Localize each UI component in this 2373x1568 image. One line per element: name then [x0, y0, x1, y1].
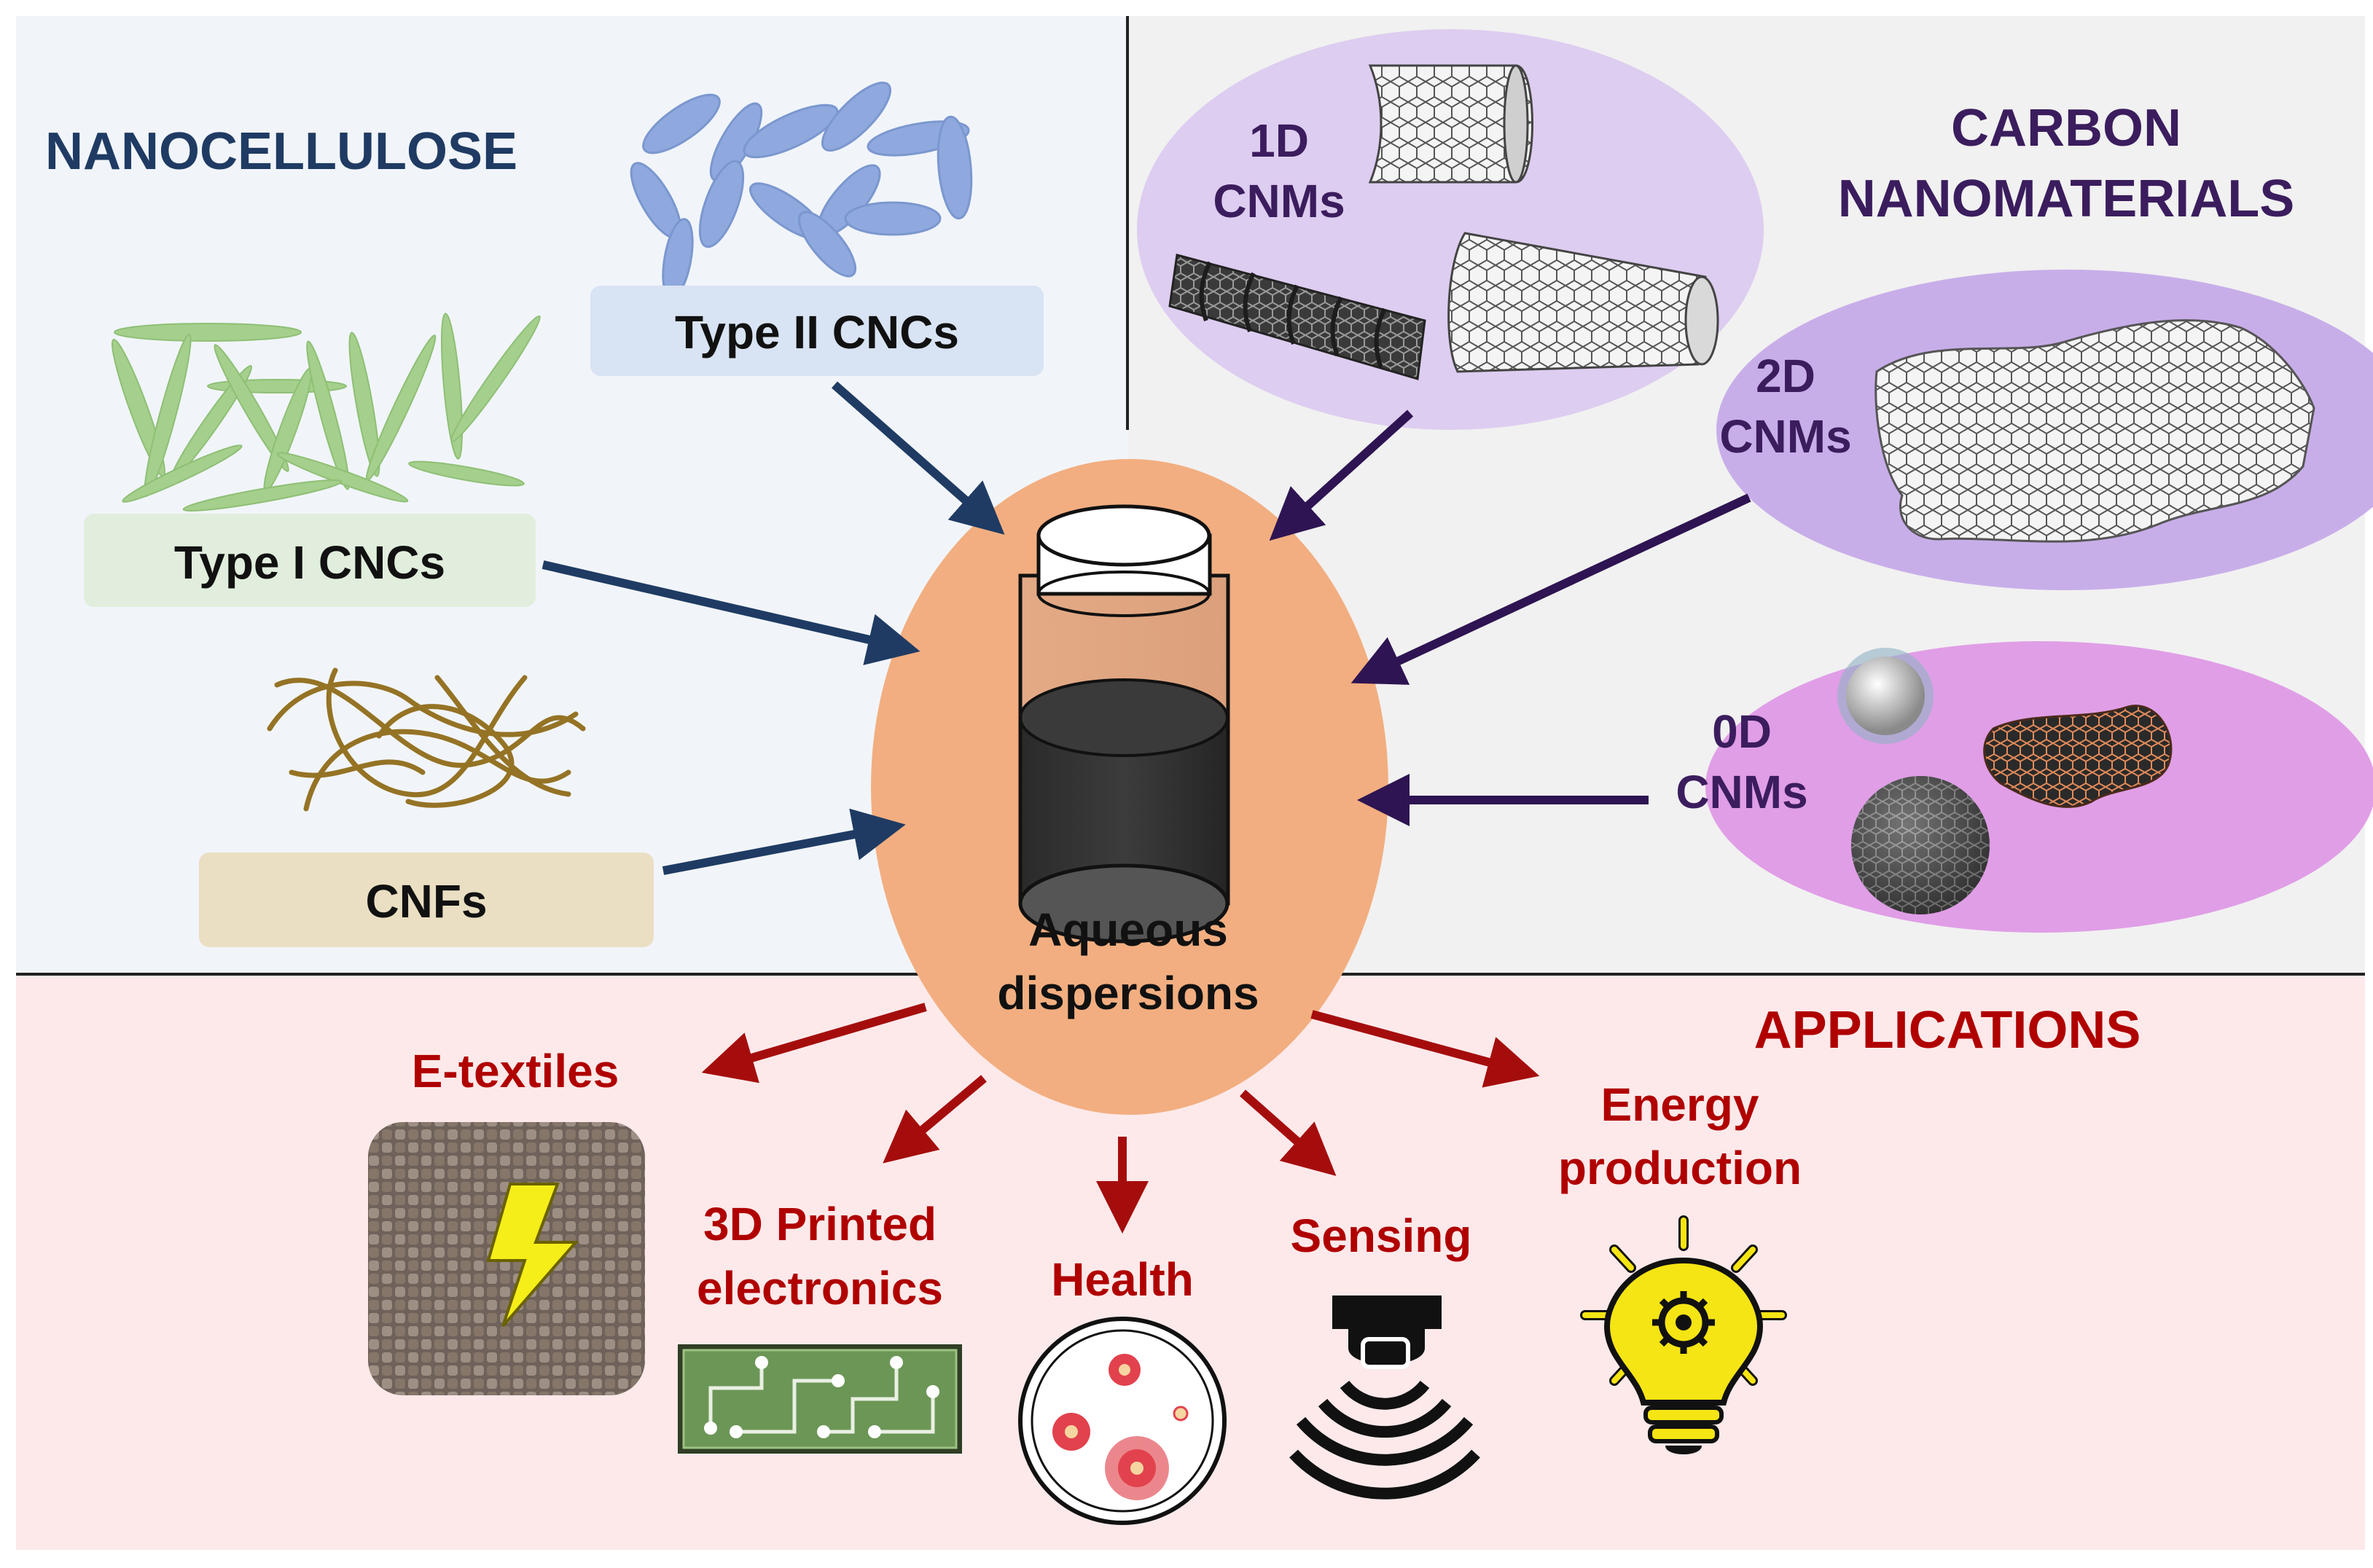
type1-cnc-label-box: [84, 514, 536, 607]
carbon-title-line2: NANOMATERIALS: [1838, 170, 2295, 228]
coiled-nanotube-icon: [1168, 254, 1426, 380]
arrow-to-energy: [1310, 1010, 1540, 1088]
cnm-1d-label-line2: CNMs: [1213, 175, 1345, 227]
type2-cnc-label: Type II CNCs: [675, 306, 959, 358]
light-bulb-icon: [1580, 1215, 1787, 1454]
cnf-label: CNFs: [365, 875, 487, 928]
energy-label-line1: Energy: [1601, 1078, 1759, 1131]
arrow-to-etextiles: [701, 1003, 927, 1083]
lightning-bolt-icon: [486, 1183, 579, 1328]
nanocellulose-arrows: [542, 381, 1005, 875]
arrow-type1-to-center: [542, 560, 920, 665]
fullerene-icon: [1851, 776, 1990, 914]
sensing-label: Sensing: [1291, 1210, 1472, 1262]
cnm-0d-label-line1: 0D: [1712, 705, 1772, 758]
circuit-board-icon: [678, 1344, 962, 1454]
nanocellulose-title: NANOCELLULOSE: [45, 122, 517, 181]
printed-electronics-label-line2: electronics: [697, 1262, 943, 1314]
type1-cnc-label: Type I CNCs: [174, 536, 445, 589]
carbon-arrows: [1269, 409, 1751, 826]
arrow-to-printed-electronics: [883, 1075, 987, 1164]
arrow-to-sensing: [1240, 1089, 1337, 1176]
aqueous-dispersions-line2: dispersions: [997, 967, 1259, 1019]
carbon-dot-icon: [1846, 656, 1925, 735]
cnf-illustration: [267, 667, 586, 812]
arrow-type2-to-center: [832, 381, 1005, 535]
cnf-label-box: [199, 852, 654, 947]
cnm-0d-label-line2: CNMs: [1676, 766, 1807, 818]
arrow-cnf-to-center: [662, 808, 906, 875]
nanotube-icon: [1447, 232, 1719, 373]
etextiles-label: E-textiles: [412, 1045, 619, 1097]
graphene-quantum-dot-icon: [1983, 705, 2173, 808]
printed-electronics-label-line1: 3D Printed: [703, 1198, 937, 1250]
cnm-2d-label-line1: 2D: [1756, 350, 1815, 402]
nanotube-icon: [1368, 64, 1533, 184]
type2-cnc-illustration: [630, 81, 973, 299]
type2-cnc-label-box: [590, 286, 1044, 376]
cnm-2d-label-line2: CNMs: [1719, 410, 1851, 463]
cnm-1d-label-line1: 1D: [1249, 114, 1309, 167]
graphene-sheet-icon: [1874, 319, 2315, 543]
arrow-1d-to-center: [1269, 409, 1414, 541]
applications-title: APPLICATIONS: [1754, 1001, 2141, 1059]
energy-label-line2: production: [1558, 1142, 1802, 1194]
arrow-2d-to-center: [1350, 493, 1751, 685]
petri-dish-icon: [1018, 1317, 1227, 1525]
health-label: Health: [1051, 1253, 1194, 1306]
dispersion-jar-icon: [1018, 504, 1230, 944]
application-arrows: [701, 1003, 1540, 1234]
type1-cnc-illustration: [111, 313, 541, 512]
aqueous-dispersions-line1: Aqueous: [1028, 903, 1228, 956]
carbon-title-line1: CARBON: [1951, 99, 2181, 157]
sensor-icon: [1289, 1295, 1480, 1500]
